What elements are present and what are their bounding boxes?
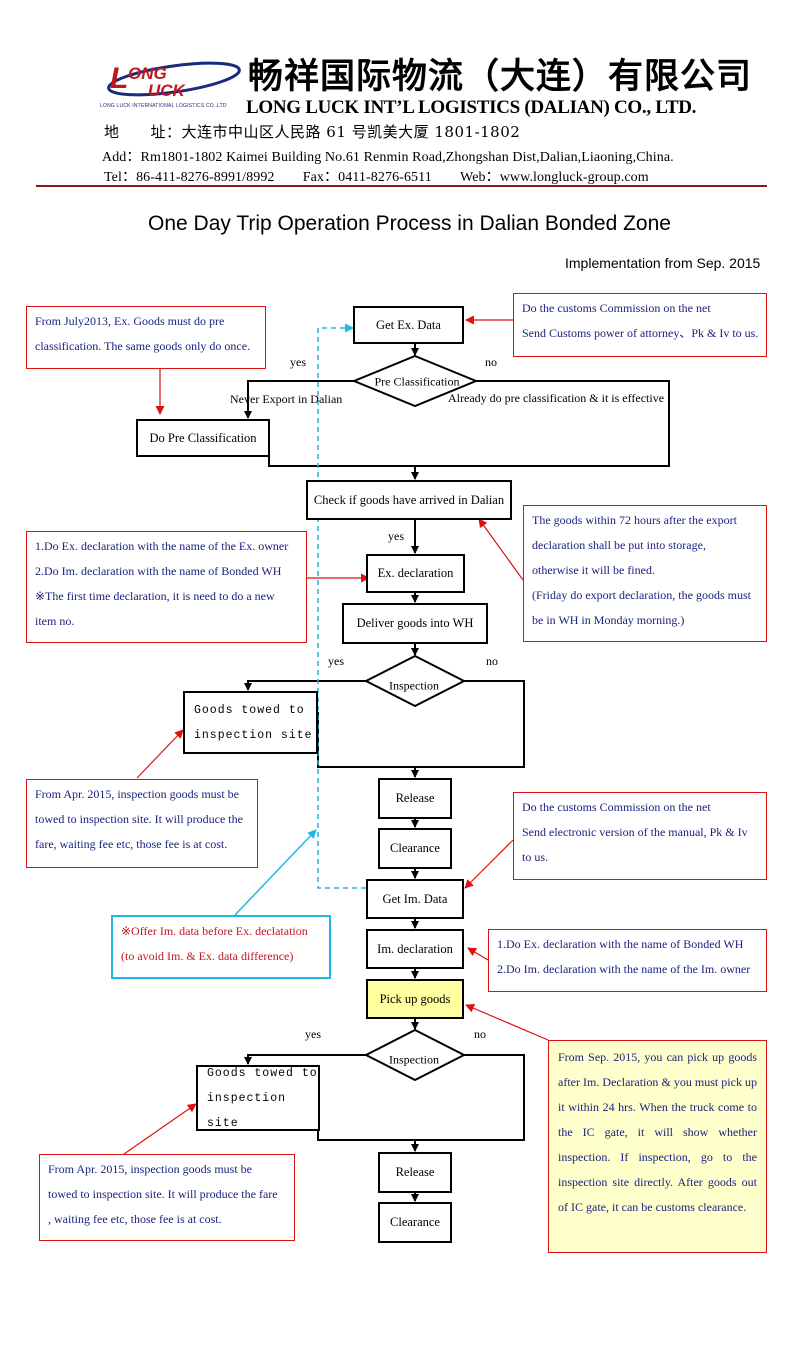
note-line: Send electronic version of the manual, P… xyxy=(522,825,748,839)
release-label-2: Release xyxy=(395,1165,435,1179)
get-im-data-label: Get Im. Data xyxy=(382,891,448,906)
already-do-label: Already do pre classification & it is ef… xyxy=(448,391,665,405)
note-line: to us. xyxy=(522,850,549,864)
note-line: Send Customs power of attorney、Pk & Iv t… xyxy=(522,326,759,340)
goods-towed-step-1: Goods towed to inspection site xyxy=(183,691,318,754)
note-line: 2.Do Im. declaration with the name of Bo… xyxy=(35,564,282,578)
svg-text:L: L xyxy=(110,62,128,95)
note-line: From Apr. 2015, inspection goods must be xyxy=(35,787,239,801)
note-line: 1.Do Ex. declaration with the name of th… xyxy=(35,539,289,553)
page-title: One Day Trip Operation Process in Dalian… xyxy=(148,212,671,235)
implementation-date: Implementation from Sep. 2015 xyxy=(565,255,761,271)
note-line: classification. The same goods only do o… xyxy=(35,339,251,353)
no-label-1: no xyxy=(485,355,497,369)
inspection-decision-2: Inspection xyxy=(389,1052,439,1067)
check-goods-step: Check if goods have arrived in Dalian xyxy=(306,480,512,520)
note-line: (to avoid Im. & Ex. data difference) xyxy=(121,949,294,963)
note-line: otherwise it will be fined. xyxy=(532,563,655,577)
pick-up-goods-note: From Sep. 2015, you can pick up goods af… xyxy=(548,1040,767,1253)
get-ex-data-step: Get Ex. Data xyxy=(353,306,464,344)
release-step-2: Release xyxy=(378,1152,452,1193)
pick-up-goods-step: Pick up goods xyxy=(366,979,464,1019)
ex-declaration-label: Ex. declaration xyxy=(377,566,454,580)
yes-label-3: yes xyxy=(328,654,344,668)
inspection-tow-note-1: From Apr. 2015, inspection goods must be… xyxy=(26,779,258,868)
no-label-3: no xyxy=(486,654,498,668)
customs-commission-note-2: Do the customs Commission on the net Sen… xyxy=(513,792,767,880)
svg-text:UCK: UCK xyxy=(148,81,187,100)
note-line: , waiting fee etc, those fee is at cost. xyxy=(48,1212,222,1226)
clearance-step-2: Clearance xyxy=(378,1202,452,1243)
ex-declaration-note: 1.Do Ex. declaration with the name of th… xyxy=(26,531,307,643)
note-line: ※Offer Im. data before Ex. declatation xyxy=(121,924,308,938)
yes-label-4: yes xyxy=(305,1027,321,1041)
note-line: From July2013, Ex. Goods must do pre xyxy=(35,314,225,328)
get-ex-data-label: Get Ex. Data xyxy=(376,317,441,332)
inspection-decision-1: Inspection xyxy=(389,678,439,693)
company-logo: L ONG UCK xyxy=(100,52,248,106)
im-declaration-note: 1.Do Ex. declaration with the name of Bo… xyxy=(488,929,767,992)
note-line: towed to inspection site. It will produc… xyxy=(35,812,243,826)
clearance-label-1: Clearance xyxy=(390,841,440,855)
note-line: 1.Do Ex. declaration with the name of Bo… xyxy=(497,937,744,951)
note-line: From Apr. 2015, inspection goods must be xyxy=(48,1162,252,1176)
company-name-chinese: 畅祥国际物流（大连）有限公司 xyxy=(248,56,753,97)
pre-classification-decision: Pre Classification xyxy=(374,374,460,389)
svg-text:ONG: ONG xyxy=(128,64,167,83)
clearance-step-1: Clearance xyxy=(378,828,452,869)
note-line: item no. xyxy=(35,614,75,628)
note-paragraph: From Sep. 2015, you can pick up goods af… xyxy=(558,1050,757,1214)
note-line: The goods within 72 hours after the expo… xyxy=(532,513,737,527)
contact-info: Tel：86-411-8276-8991/8992 Fax：0411-8276-… xyxy=(104,170,649,185)
yes-label-2: yes xyxy=(388,529,404,543)
never-export-label: Never Export in Dalian xyxy=(230,392,343,406)
no-label-4: no xyxy=(474,1027,486,1041)
goods-towed-label-1: Goods towed to inspection site xyxy=(194,703,313,742)
note-line: Do the customs Commission on the net xyxy=(522,800,711,814)
clearance-label-2: Clearance xyxy=(390,1215,440,1229)
release-step-1: Release xyxy=(378,778,452,819)
note-line: towed to inspection site. It will produc… xyxy=(48,1187,278,1201)
ex-declaration-step: Ex. declaration xyxy=(366,554,465,593)
pick-up-goods-label: Pick up goods xyxy=(379,991,451,1006)
note-line: fare, waiting fee etc, those fee is at c… xyxy=(35,837,228,851)
yes-label-1: yes xyxy=(290,355,306,369)
im-declaration-step: Im. declaration xyxy=(366,929,464,969)
goods-towed-label-2: Goods towed to inspection site xyxy=(207,1066,318,1130)
inspection-tow-note-2: From Apr. 2015, inspection goods must be… xyxy=(39,1154,295,1241)
do-pre-classification-step: Do Pre Classification xyxy=(136,419,270,457)
check-goods-label: Check if goods have arrived in Dalian xyxy=(313,492,505,507)
header-divider xyxy=(36,185,767,187)
im-declaration-label: Im. declaration xyxy=(377,941,453,956)
offer-im-data-note: ※Offer Im. data before Ex. declatation (… xyxy=(111,915,331,979)
do-pre-classification-label: Do Pre Classification xyxy=(149,430,257,445)
customs-commission-note-1: Do the customs Commission on the net Sen… xyxy=(513,293,767,357)
logo-subtext: LONG LUCK INTERNATIONAL LOGISTICS CO.,LT… xyxy=(100,103,227,109)
company-name-english: LONG LUCK INT’L LOGISTICS (DALIAN) CO., … xyxy=(246,97,697,118)
note-line: (Friday do export declaration, the goods… xyxy=(532,588,751,602)
pre-classification-note: From July2013, Ex. Goods must do pre cla… xyxy=(26,306,266,369)
release-label-1: Release xyxy=(395,791,435,805)
goods-towed-step-2: Goods towed to inspection site xyxy=(196,1065,320,1131)
note-line: ※The first time declaration, it is need … xyxy=(35,589,275,603)
address-english: Add：Rm1801-1802 Kaimei Building No.61 Re… xyxy=(102,150,674,165)
storage-deadline-note: The goods within 72 hours after the expo… xyxy=(523,505,767,642)
note-line: Do the customs Commission on the net xyxy=(522,301,711,315)
address-chinese: 地 址：大连市中山区人民路 61 号凯美大厦 1801-1802 xyxy=(104,123,521,141)
deliver-goods-label: Deliver goods into WH xyxy=(356,616,474,630)
note-line: declaration shall be put into storage, xyxy=(532,538,706,552)
note-line: be in WH in Monday morning.) xyxy=(532,613,685,627)
get-im-data-step: Get Im. Data xyxy=(366,879,464,919)
deliver-goods-step: Deliver goods into WH xyxy=(342,603,488,644)
note-line: 2.Do Im. declaration with the name of th… xyxy=(497,962,751,976)
